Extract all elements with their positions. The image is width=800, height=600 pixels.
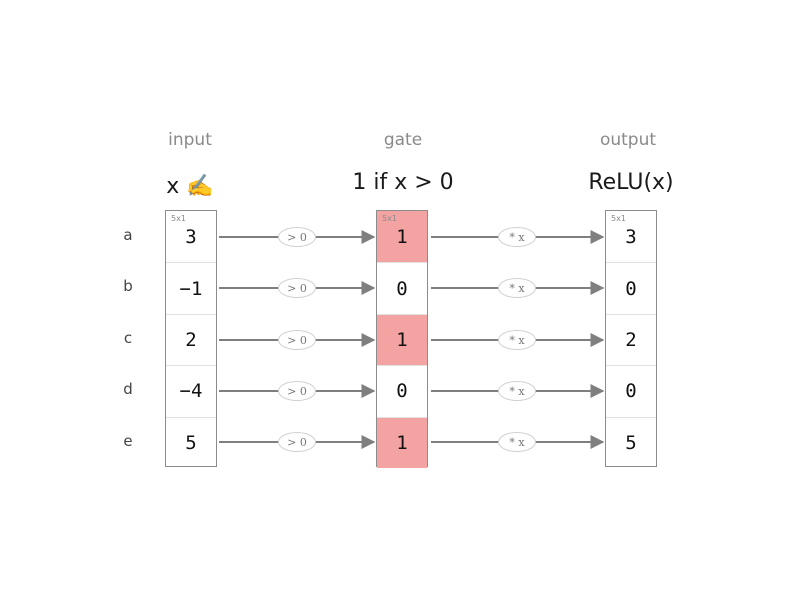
input-cell-a: 3 [185,225,197,248]
input-header: input [168,130,212,150]
op-gt0-a: > 0 [278,227,316,247]
output-cell-e: 5 [606,416,656,468]
output-cell-d: 0 [606,365,656,416]
gate-cell-a: 1 [377,211,427,263]
gate-formula: 1 if x > 0 [352,170,454,195]
op-mulx-a: * x [498,227,536,247]
input-cell-b: −1 [166,262,216,313]
input-dim-label: 5x1 [171,214,186,223]
gate-cell-b: 0 [377,262,427,313]
input-formula: x ✍️ [166,174,214,199]
output-cell-c: 2 [606,313,656,365]
op-gt0-e: > 0 [278,432,316,452]
op-mulx-b: * x [498,278,536,298]
input-matrix: 5x1 3 −1 2 −4 5 [165,210,217,467]
output-header: output [599,130,657,150]
gate-cell-d: 0 [377,365,427,416]
input-cell-c: 2 [166,313,216,365]
op-gt0-c: > 0 [278,330,316,350]
output-dim-label: 5x1 [611,214,626,223]
row-label-d: d [123,380,133,398]
op-mulx-d: * x [498,381,536,401]
output-cell-a: 3 [625,225,637,248]
op-gt0-b: > 0 [278,278,316,298]
output-formula: ReLU(x) [588,170,674,195]
gate-header: gate [383,130,423,150]
op-mulx-c: * x [498,330,536,350]
gate-cell-e: 1 [377,416,427,468]
row-label-a: a [123,226,133,244]
row-label-c: c [123,329,133,347]
output-matrix: 5x1 3 0 2 0 5 [605,210,657,467]
gate-dim-label: 5x1 [382,214,397,223]
gate-matrix: 5x1 1 0 1 0 1 [376,210,428,468]
op-gt0-d: > 0 [278,381,316,401]
input-cell-d: −4 [166,365,216,416]
gate-cell-c: 1 [377,313,427,366]
row-label-b: b [123,277,133,295]
output-cell-b: 0 [606,262,656,313]
row-label-e: e [123,432,133,450]
input-cell-e: 5 [166,416,216,468]
op-mulx-e: * x [498,432,536,452]
